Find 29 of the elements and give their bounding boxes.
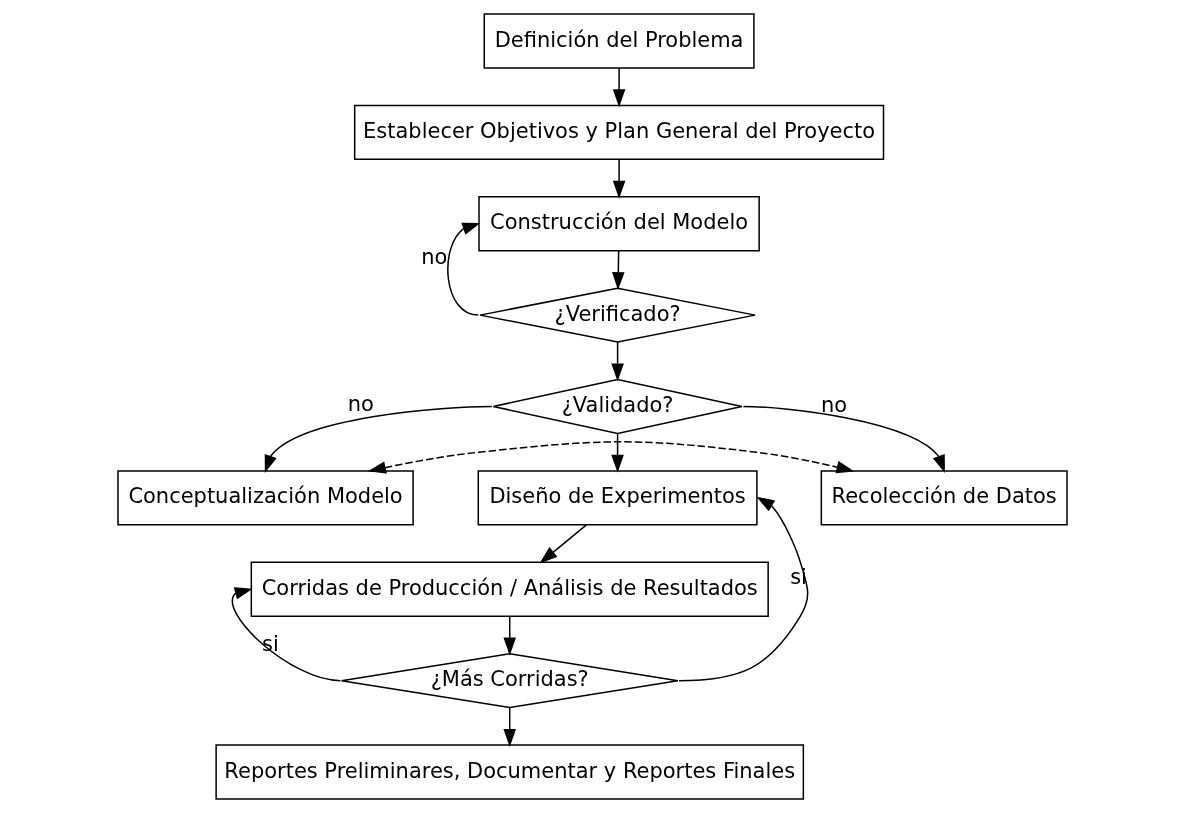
- arrow: [502, 706, 516, 747]
- arrow: [742, 405, 945, 474]
- node-box: Conceptualización Modelo: [116, 470, 414, 526]
- node-box: Construcción del Modelo: [477, 196, 760, 252]
- node-diamond: ¿Verificado?: [478, 287, 756, 343]
- arrow: [539, 524, 587, 564]
- arrow: [677, 496, 808, 682]
- node-box: Recolección de Datos: [820, 470, 1068, 526]
- node-box: Reportes Preliminares, Documentar y Reportes Finales: [214, 744, 804, 800]
- arrow: [610, 341, 624, 382]
- arrow: [367, 441, 854, 474]
- arrow: [611, 250, 625, 291]
- edge-label: no: [420, 245, 447, 270]
- node-box: Diseño de Experimentos: [477, 470, 758, 526]
- node-diamond: ¿Más Corridas?: [340, 652, 679, 709]
- edge-label: no: [347, 391, 374, 416]
- edge-label: si: [261, 632, 279, 657]
- arrow: [610, 432, 624, 473]
- arrow: [264, 405, 492, 474]
- arrow: [446, 222, 480, 316]
- node-box: Corridas de Producción / Análisis de Resultados: [250, 561, 769, 617]
- arrow: [612, 67, 625, 108]
- arrow: [612, 158, 625, 199]
- edge-label: no: [820, 393, 847, 418]
- node-box: Establecer Objetivos y Plan General del Proyecto: [353, 104, 884, 161]
- node-box: Definición del Problema: [483, 13, 755, 69]
- node-diamond: ¿Validado?: [492, 378, 743, 435]
- arrow: [502, 615, 516, 656]
- arrow: [231, 587, 341, 682]
